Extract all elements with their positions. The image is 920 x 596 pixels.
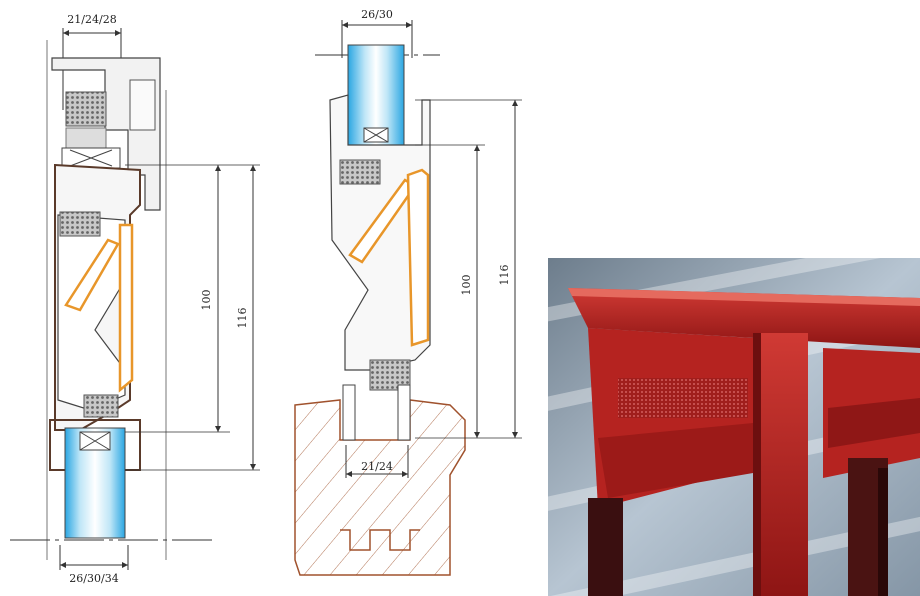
- middle-outer-height-label: 116: [498, 265, 511, 286]
- left-bottom-width-label: 26/30/34: [69, 572, 118, 585]
- left-top-width-label: 21/24/28: [67, 13, 116, 26]
- left-inner-height-label: 100: [200, 290, 213, 311]
- left-vent-body: [54, 163, 141, 431]
- middle-profile-diagram: 26/30 21/24: [294, 8, 522, 576]
- middle-vent-body: [329, 94, 431, 391]
- left-lower-glass: [49, 419, 141, 539]
- product-photo-illustration: [548, 258, 920, 596]
- left-outer-height-label: 116: [236, 308, 249, 329]
- left-profile-diagram: 21/24/28: [10, 13, 260, 585]
- middle-wood-frame: [294, 384, 466, 576]
- product-photo: [548, 258, 920, 596]
- middle-bottom-width-label: 21/24: [361, 460, 393, 473]
- middle-top-width-label: 26/30: [361, 8, 393, 21]
- middle-inner-height-label: 100: [460, 275, 473, 296]
- middle-top-glass: [347, 44, 405, 146]
